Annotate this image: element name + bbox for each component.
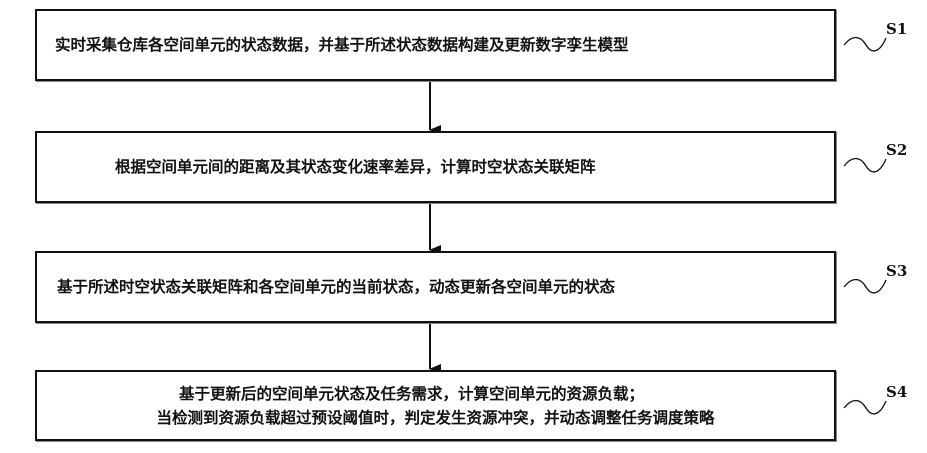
step-text-line-2: 当检测到资源负载超过预设阈值时，判定发生资源冲突，并动态调整任务调度策略 bbox=[156, 406, 714, 430]
leader-s2 bbox=[844, 159, 886, 172]
leader-s1 bbox=[844, 38, 886, 51]
step-text: 根据空间单元间的距离及其状态变化速率差异，计算时空状态关联矩阵 bbox=[115, 155, 834, 179]
step-box-s2: 根据空间单元间的距离及其状态变化速率差异，计算时空状态关联矩阵 bbox=[35, 131, 836, 203]
step-text: 实时采集仓库各空间单元的状态数据，并基于所述状态数据构建及更新数字孪生模型 bbox=[55, 33, 834, 57]
leader-s4 bbox=[844, 401, 886, 414]
step-text-line-1: 基于更新后的空间单元状态及任务需求，计算空间单元的资源负载； bbox=[179, 382, 644, 406]
step-label-s1: S1 bbox=[886, 20, 907, 38]
step-box-s3: 基于所述时空状态关联矩阵和各空间单元的当前状态，动态更新各空间单元的状态 bbox=[35, 251, 836, 323]
step-label-s4: S4 bbox=[886, 383, 907, 401]
step-label-s3: S3 bbox=[886, 262, 907, 280]
step-box-s4: 基于更新后的空间单元状态及任务需求，计算空间单元的资源负载； 当检测到资源负载超… bbox=[35, 370, 836, 441]
step-box-s1: 实时采集仓库各空间单元的状态数据，并基于所述状态数据构建及更新数字孪生模型 bbox=[35, 9, 836, 81]
leader-s3 bbox=[844, 280, 886, 293]
step-label-s2: S2 bbox=[886, 141, 907, 159]
step-text: 基于所述时空状态关联矩阵和各空间单元的当前状态，动态更新各空间单元的状态 bbox=[57, 275, 834, 299]
